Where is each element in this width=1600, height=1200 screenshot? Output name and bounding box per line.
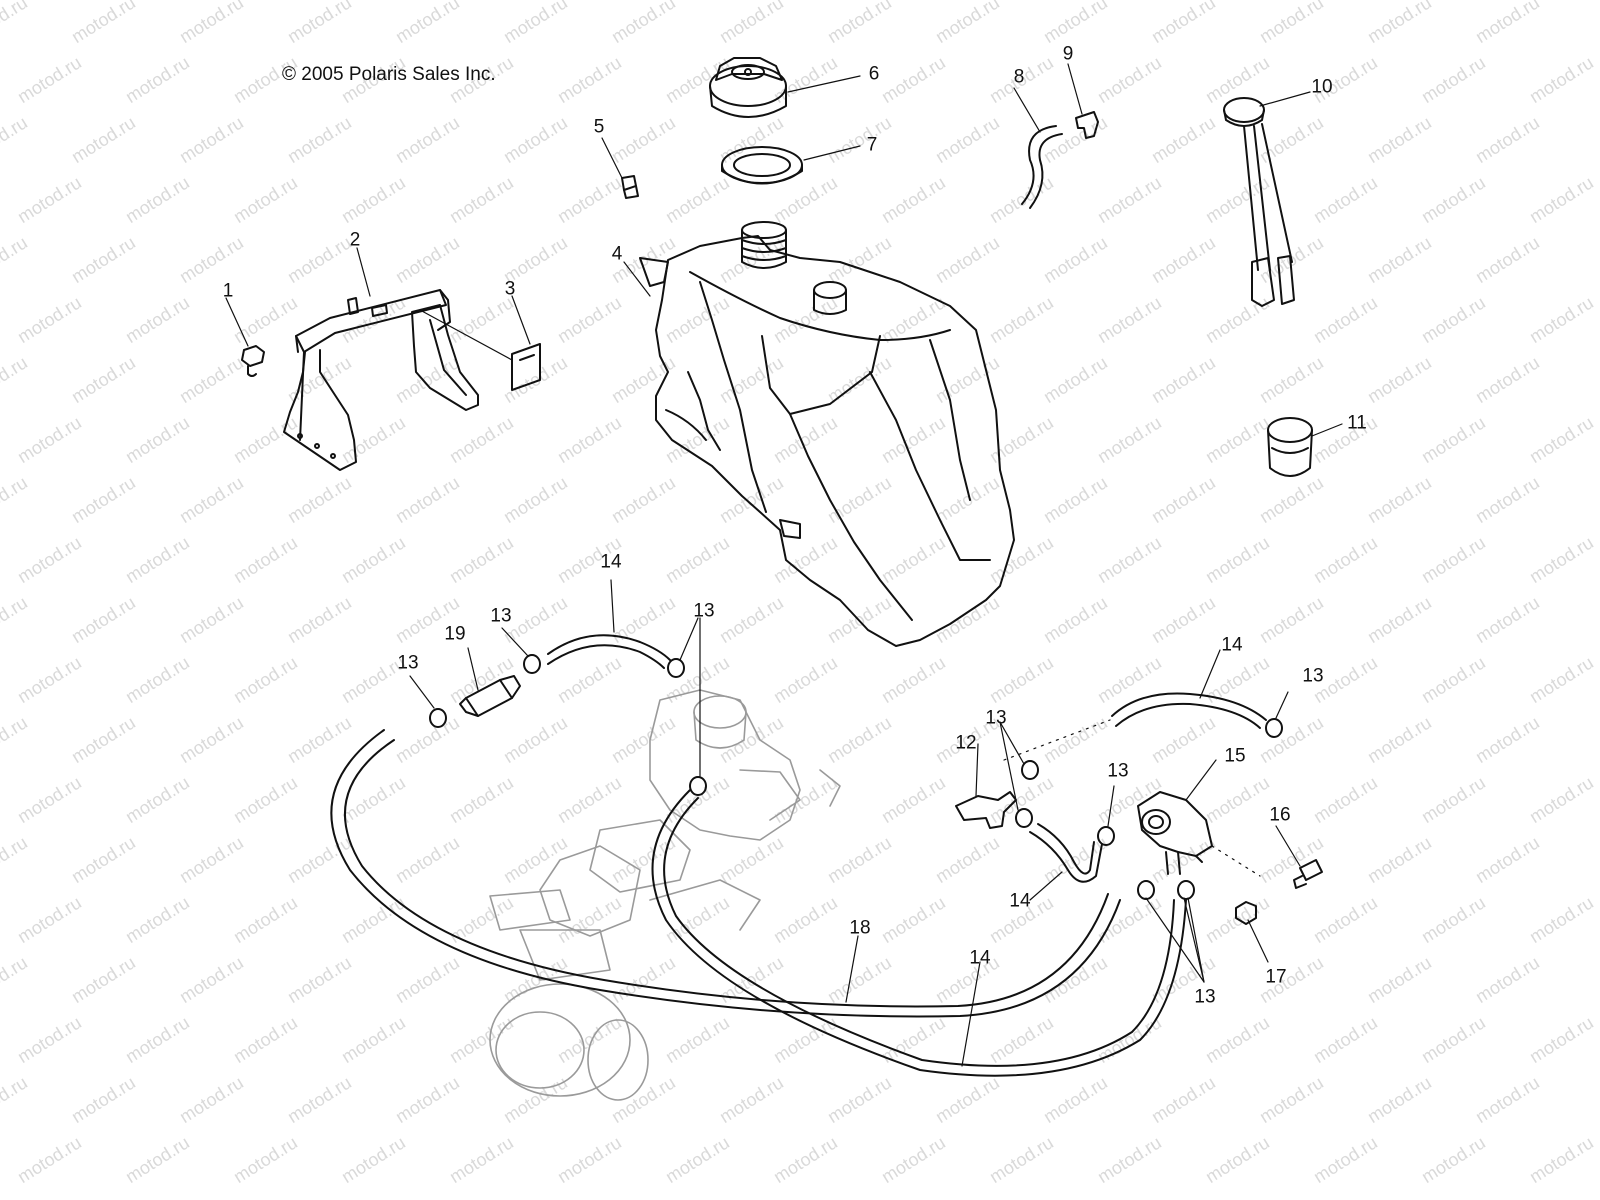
callout-13-a: 13 bbox=[397, 652, 419, 674]
hose-14-right bbox=[1111, 692, 1267, 729]
callout-17: 17 bbox=[1265, 966, 1287, 988]
bolt-1 bbox=[241, 345, 265, 377]
callout-19: 19 bbox=[444, 623, 466, 645]
callout-14-b: 14 bbox=[1221, 634, 1243, 656]
callout-13-e: 13 bbox=[1107, 760, 1129, 782]
callout-5: 5 bbox=[593, 116, 605, 138]
fuel-cap-6 bbox=[709, 57, 787, 118]
callout-18: 18 bbox=[849, 917, 871, 939]
callout-4: 4 bbox=[611, 243, 623, 265]
grommet-11 bbox=[1267, 417, 1313, 477]
callout-8: 8 bbox=[1013, 66, 1025, 88]
callout-13-b: 13 bbox=[490, 605, 512, 627]
callout-2: 2 bbox=[349, 229, 361, 251]
copyright-notice: © 2005 Polaris Sales Inc. bbox=[282, 64, 496, 85]
callout-13-g: 13 bbox=[1194, 986, 1216, 1008]
screw-5 bbox=[621, 175, 639, 199]
bolt-16 bbox=[1293, 859, 1323, 889]
callout-14-a: 14 bbox=[600, 551, 622, 573]
callout-11: 11 bbox=[1347, 412, 1367, 434]
callout-13-f: 13 bbox=[1302, 665, 1324, 687]
callout-9: 9 bbox=[1062, 43, 1074, 65]
callout-6: 6 bbox=[868, 63, 880, 85]
fuel-sender-10 bbox=[1223, 97, 1295, 307]
bracket-part bbox=[283, 289, 479, 471]
callout-14-d: 14 bbox=[969, 947, 991, 969]
callout-3: 3 bbox=[504, 278, 516, 300]
callout-10: 10 bbox=[1311, 76, 1333, 98]
callout-15: 15 bbox=[1224, 745, 1246, 767]
callout-14-c: 14 bbox=[1009, 890, 1031, 912]
callout-7: 7 bbox=[866, 134, 878, 156]
inline-filter-19 bbox=[459, 675, 521, 717]
callout-13-c: 13 bbox=[693, 600, 715, 622]
vent-hose-8 bbox=[1021, 125, 1063, 209]
hose-14-bottom bbox=[651, 789, 1187, 1077]
clamps-13 bbox=[429, 654, 1283, 900]
nut-17 bbox=[1235, 901, 1257, 925]
callout-16: 16 bbox=[1269, 804, 1291, 826]
hose-14-upper-left bbox=[547, 634, 671, 669]
callout-1: 1 bbox=[222, 280, 234, 302]
leader-lines bbox=[225, 63, 1343, 1067]
fitting-9 bbox=[1075, 111, 1099, 139]
hose-14-middle bbox=[1029, 823, 1103, 883]
callout-13-d: 13 bbox=[985, 707, 1007, 729]
engine-carburetor bbox=[489, 689, 841, 1101]
fuel-pump-15 bbox=[1137, 791, 1213, 875]
hose-18 bbox=[330, 729, 1121, 1018]
fuel-tank-4 bbox=[639, 221, 1015, 647]
tee-fitting-12 bbox=[955, 791, 1017, 829]
decal-3 bbox=[511, 343, 541, 391]
gasket-7 bbox=[721, 146, 803, 185]
callout-12: 12 bbox=[955, 732, 977, 754]
